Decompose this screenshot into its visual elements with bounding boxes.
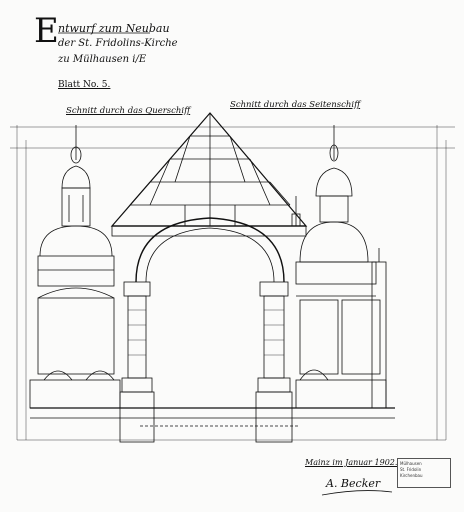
dimension-lines bbox=[10, 125, 455, 441]
masonry-hatch bbox=[128, 309, 284, 356]
central-roof-truss bbox=[110, 112, 308, 227]
right-tower bbox=[295, 125, 387, 409]
pinnacle bbox=[291, 196, 301, 227]
title-line-3: zu Mülhausen i/E bbox=[58, 54, 147, 65]
stamp-line-3: Kirchenbau bbox=[400, 473, 423, 478]
label-aisle-section: Schnitt durch das Seitenschiff bbox=[230, 100, 361, 110]
label-transept-section: Schnitt durch das Querschiff bbox=[66, 106, 191, 116]
floor-line bbox=[30, 407, 395, 427]
archive-stamp: Mülhausen St. Fridolin Kirchenbau bbox=[397, 458, 451, 488]
title-initial: E bbox=[34, 11, 59, 51]
sheet-number: Blatt No. 5. bbox=[58, 80, 111, 90]
stamp-line-2: St. Fridolin bbox=[400, 467, 422, 472]
title-line-1: ntwurf zum Neubau bbox=[58, 22, 170, 35]
stamp-line-1: Mülhausen bbox=[400, 461, 422, 466]
date-line: Mainz im Januar 1902. bbox=[305, 458, 398, 467]
signature-flourish bbox=[321, 490, 393, 496]
title-line-2: der St. Fridolins-Kirche bbox=[58, 38, 178, 49]
central-arch bbox=[111, 217, 307, 443]
left-tower bbox=[29, 125, 121, 409]
architect-signature: A. Becker bbox=[326, 477, 381, 490]
